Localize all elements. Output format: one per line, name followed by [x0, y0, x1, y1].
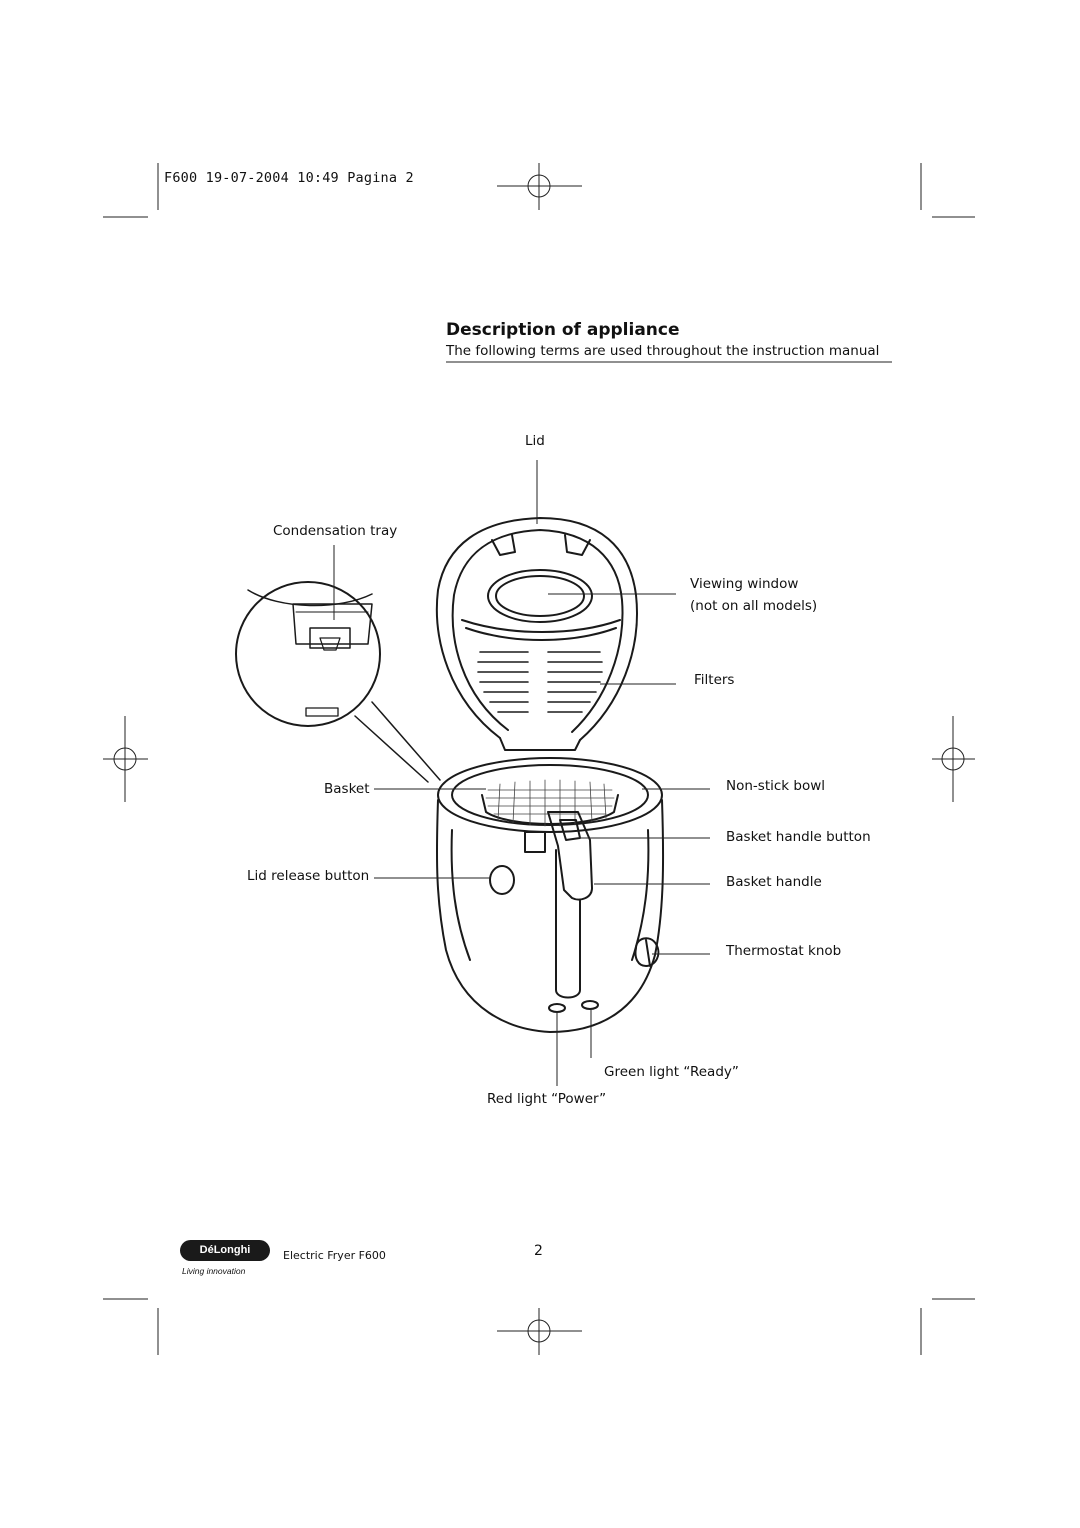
fryer-illustration	[235, 517, 665, 1033]
registration-mark-icon	[103, 163, 975, 1355]
brand-logo: DéLonghi Living innovation	[180, 1240, 272, 1286]
label-filters: Filters	[694, 672, 735, 688]
print-slug: F600 19-07-2004 10:49 Pagina 2	[164, 170, 414, 186]
footer-product-prefix: Electric Fryer	[283, 1249, 356, 1262]
brand-name: DéLonghi	[180, 1240, 270, 1261]
label-viewing-window: Viewing window	[690, 576, 799, 592]
footer-product-model: F600	[358, 1249, 386, 1262]
label-basket: Basket	[324, 781, 370, 797]
footer-product: Electric Fryer F600	[283, 1249, 386, 1262]
page-subtitle: The following terms are used throughout …	[446, 343, 880, 359]
label-viewing-window-note: (not on all models)	[690, 598, 818, 614]
label-red-light: Red light “Power”	[487, 1091, 607, 1107]
page-title: Description of appliance	[446, 320, 680, 340]
label-condensation-tray: Condensation tray	[273, 523, 398, 539]
brand-tagline: Living innovation	[182, 1266, 246, 1276]
label-thermostat-knob: Thermostat knob	[726, 943, 842, 959]
label-green-light: Green light “Ready”	[604, 1064, 739, 1080]
label-basket-handle: Basket handle	[726, 874, 822, 890]
page-number: 2	[534, 1243, 543, 1259]
label-basket-handle-button: Basket handle button	[726, 829, 871, 845]
crop-mark-icon	[103, 163, 975, 1355]
label-non-stick-bowl: Non-stick bowl	[726, 778, 826, 794]
label-lid-release-button: Lid release button	[247, 868, 370, 884]
callout-lines	[333, 460, 710, 1086]
label-lid: Lid	[525, 433, 545, 449]
